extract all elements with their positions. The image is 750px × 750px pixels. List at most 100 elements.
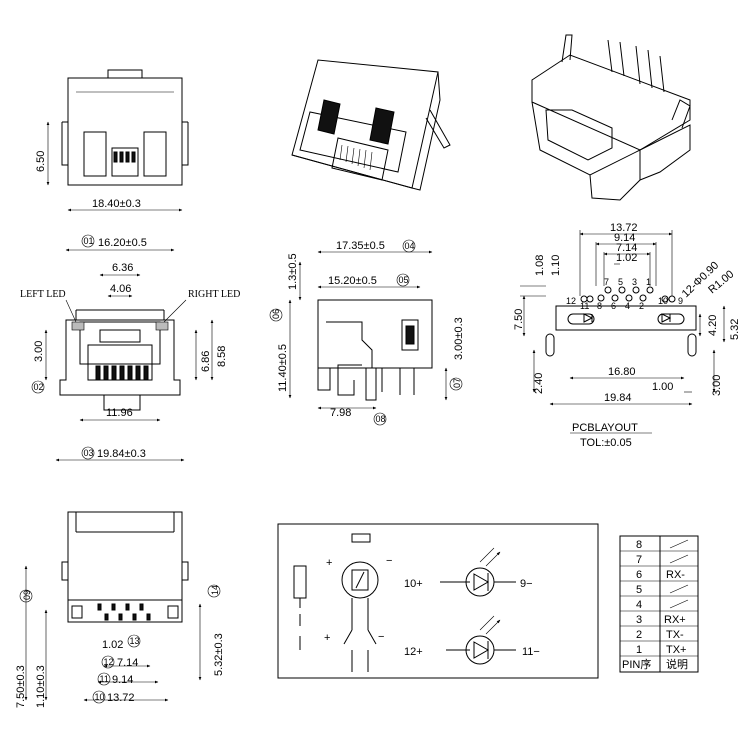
pcb-pin-5: 5: [618, 277, 623, 287]
led-dim-19-84-label: 19.84±0.3: [97, 448, 146, 460]
schematic-led2-emission: [479, 615, 500, 635]
pin-table-cell-pin: 2: [636, 629, 642, 641]
schematic-pin-12-label: 12+: [404, 646, 423, 658]
led-callout-03: [81, 446, 95, 460]
schematic-minus-1: −: [386, 555, 392, 567]
iso1-front-face: [299, 111, 407, 173]
pin-table-cell-empty: [669, 599, 689, 609]
bottom-view: 09 14 7.50±0.3 1.10±0.3 5.32±0.3 1.02 13…: [15, 511, 225, 708]
side-dim-11-40-label: 11.40±0.5: [277, 344, 289, 392]
pcb-ext-rows: [520, 285, 546, 297]
iso1-clip: [425, 109, 451, 149]
side-view: 17.35±0.5 04 15.20±0.5 05 1.3±0.5 06 11.…: [269, 239, 465, 426]
front-led-window-left: [83, 131, 107, 177]
pin-table-header-desc: 说明: [666, 657, 688, 671]
led-dim-4-06-label: 4.06: [110, 283, 131, 295]
pcb-layout: 13.72 9.14 7.14 1.02 1.08 1.10 7.50 7 5 …: [513, 222, 741, 449]
pcb-dim-2-40-label: 2.40: [533, 373, 545, 394]
pcb-slot-right: [657, 313, 685, 325]
led-callout-02: [31, 380, 45, 394]
iso1-top-face: [291, 59, 439, 189]
led-dim-6-86-label: 6.86: [200, 351, 212, 372]
front-port-opening: [111, 147, 139, 177]
pcb-pin-10: 10: [658, 296, 668, 306]
led-contact-pins: [95, 365, 149, 381]
right-led-leader: [163, 299, 187, 323]
schematic-pin-9-label: 9−: [520, 578, 533, 590]
pcb-pin-3: 3: [632, 277, 637, 287]
schematic-led-side-view: [293, 565, 307, 599]
bottom-dim-7-14-label: 7.14: [117, 657, 138, 669]
pcb-dim-3-00-label: 3.00: [711, 375, 723, 396]
iso2-side-face: [531, 101, 641, 176]
left-led-label: LEFT LED: [20, 289, 66, 300]
pcb-ext-7-14: [603, 252, 651, 286]
led-callout-01-num: 01: [84, 236, 94, 246]
pcb-pin-1: 1: [646, 277, 651, 287]
pcb-post-left: [545, 333, 555, 357]
led-dim-11-96-label: 11.96: [106, 407, 133, 419]
led-schematic: + − + − 10+ 9− 12+ 11−: [277, 523, 599, 679]
bottom-dim-5-32-label: 5.32±0.3: [213, 633, 225, 676]
pin-table-cell-pin: 3: [636, 614, 642, 626]
pcb-pin-holes: [580, 286, 676, 303]
schematic-led-inner: [351, 569, 369, 591]
pin-table-cell-pin: 7: [636, 554, 642, 566]
iso-view-back: [531, 34, 691, 201]
led-left-lamp: [71, 321, 85, 331]
iso2-pins: [607, 39, 665, 93]
iso2-clip-left: [561, 34, 573, 63]
pcb-dim-7-14-label: 7.14: [616, 242, 637, 254]
pcb-dim-5-32-label: 5.32: [729, 319, 741, 340]
led-callout-02-num: 02: [34, 382, 44, 392]
schematic-plus-1: +: [326, 557, 332, 569]
led-dim-8-58-label: 8.58: [216, 346, 228, 367]
pin-table-cell-desc: RX+: [664, 614, 686, 626]
bottom-dim-13-72-label: 13.72: [107, 692, 135, 704]
iso-view-front: [291, 59, 451, 191]
pin-table-rows: 8 7 6 RX- 5 4 3 RX+ 2 TX- 1 TX+: [636, 539, 689, 656]
led-bottom-post: [103, 395, 141, 411]
schematic-led2-diode: [473, 641, 490, 659]
side-dim-17-35-label: 17.35±0.5: [336, 240, 385, 252]
front-height-label: 6.50: [35, 151, 47, 172]
side-dim-3-00-label: 3.00±0.3: [453, 317, 465, 360]
right-led-label: RIGHT LED: [188, 289, 240, 300]
schematic-led2-circle: [465, 635, 495, 665]
bottom-dim-7-50-label: 7.50±0.3: [15, 665, 27, 708]
led-dim-3-00-label: 3.00: [33, 341, 45, 362]
pcb-dim-9-14-label: 9.14: [614, 232, 635, 244]
iso2-right-face: [639, 124, 691, 181]
iso2-port-cavity: [545, 109, 613, 161]
side-front-lip: [317, 300, 331, 391]
schematic-pin-10-label: 10+: [404, 578, 423, 590]
led-front-frame: [79, 321, 161, 365]
pcb-pin-9: 9: [678, 296, 683, 306]
schematic-plus-2: +: [324, 632, 330, 644]
schematic-led-body: [341, 561, 379, 599]
pcb-dim-13-72-label: 13.72: [610, 222, 638, 234]
pcb-dim-4-20-label: 4.20: [707, 315, 719, 336]
iso2-top-face: [531, 54, 691, 151]
pcb-layout-title: PCBLAYOUT: [572, 422, 638, 434]
pin-table-cell-desc: RX-: [666, 569, 685, 581]
pin-table-cell-pin: 5: [636, 584, 642, 596]
iso1-led-right: [369, 107, 395, 145]
pin-table-header-pin: PIN序: [622, 657, 651, 671]
pcb-dim-1-02-label: 1.02: [616, 252, 637, 264]
side-dim-1-3-label: 1.3±0.5: [287, 253, 299, 290]
pcb-slot-left: [567, 313, 595, 325]
pcb-ext-13-72: [579, 230, 673, 296]
iso2-front-lower: [589, 150, 641, 201]
side-callout-04: [402, 239, 416, 253]
front-view: 18.40±0.3 6.50: [35, 69, 189, 212]
schematic-minus-2: −: [378, 631, 384, 643]
side-led-inner: [405, 325, 415, 345]
bottom-callout-10-num: 10: [95, 692, 105, 702]
bottom-callout-12-num: 12: [104, 657, 114, 667]
side-dim-15-20-label: 15.20±0.5: [328, 275, 377, 287]
pcb-post-right: [687, 333, 697, 357]
front-contact-pins: [113, 151, 136, 163]
led-body-outline: [59, 319, 181, 396]
